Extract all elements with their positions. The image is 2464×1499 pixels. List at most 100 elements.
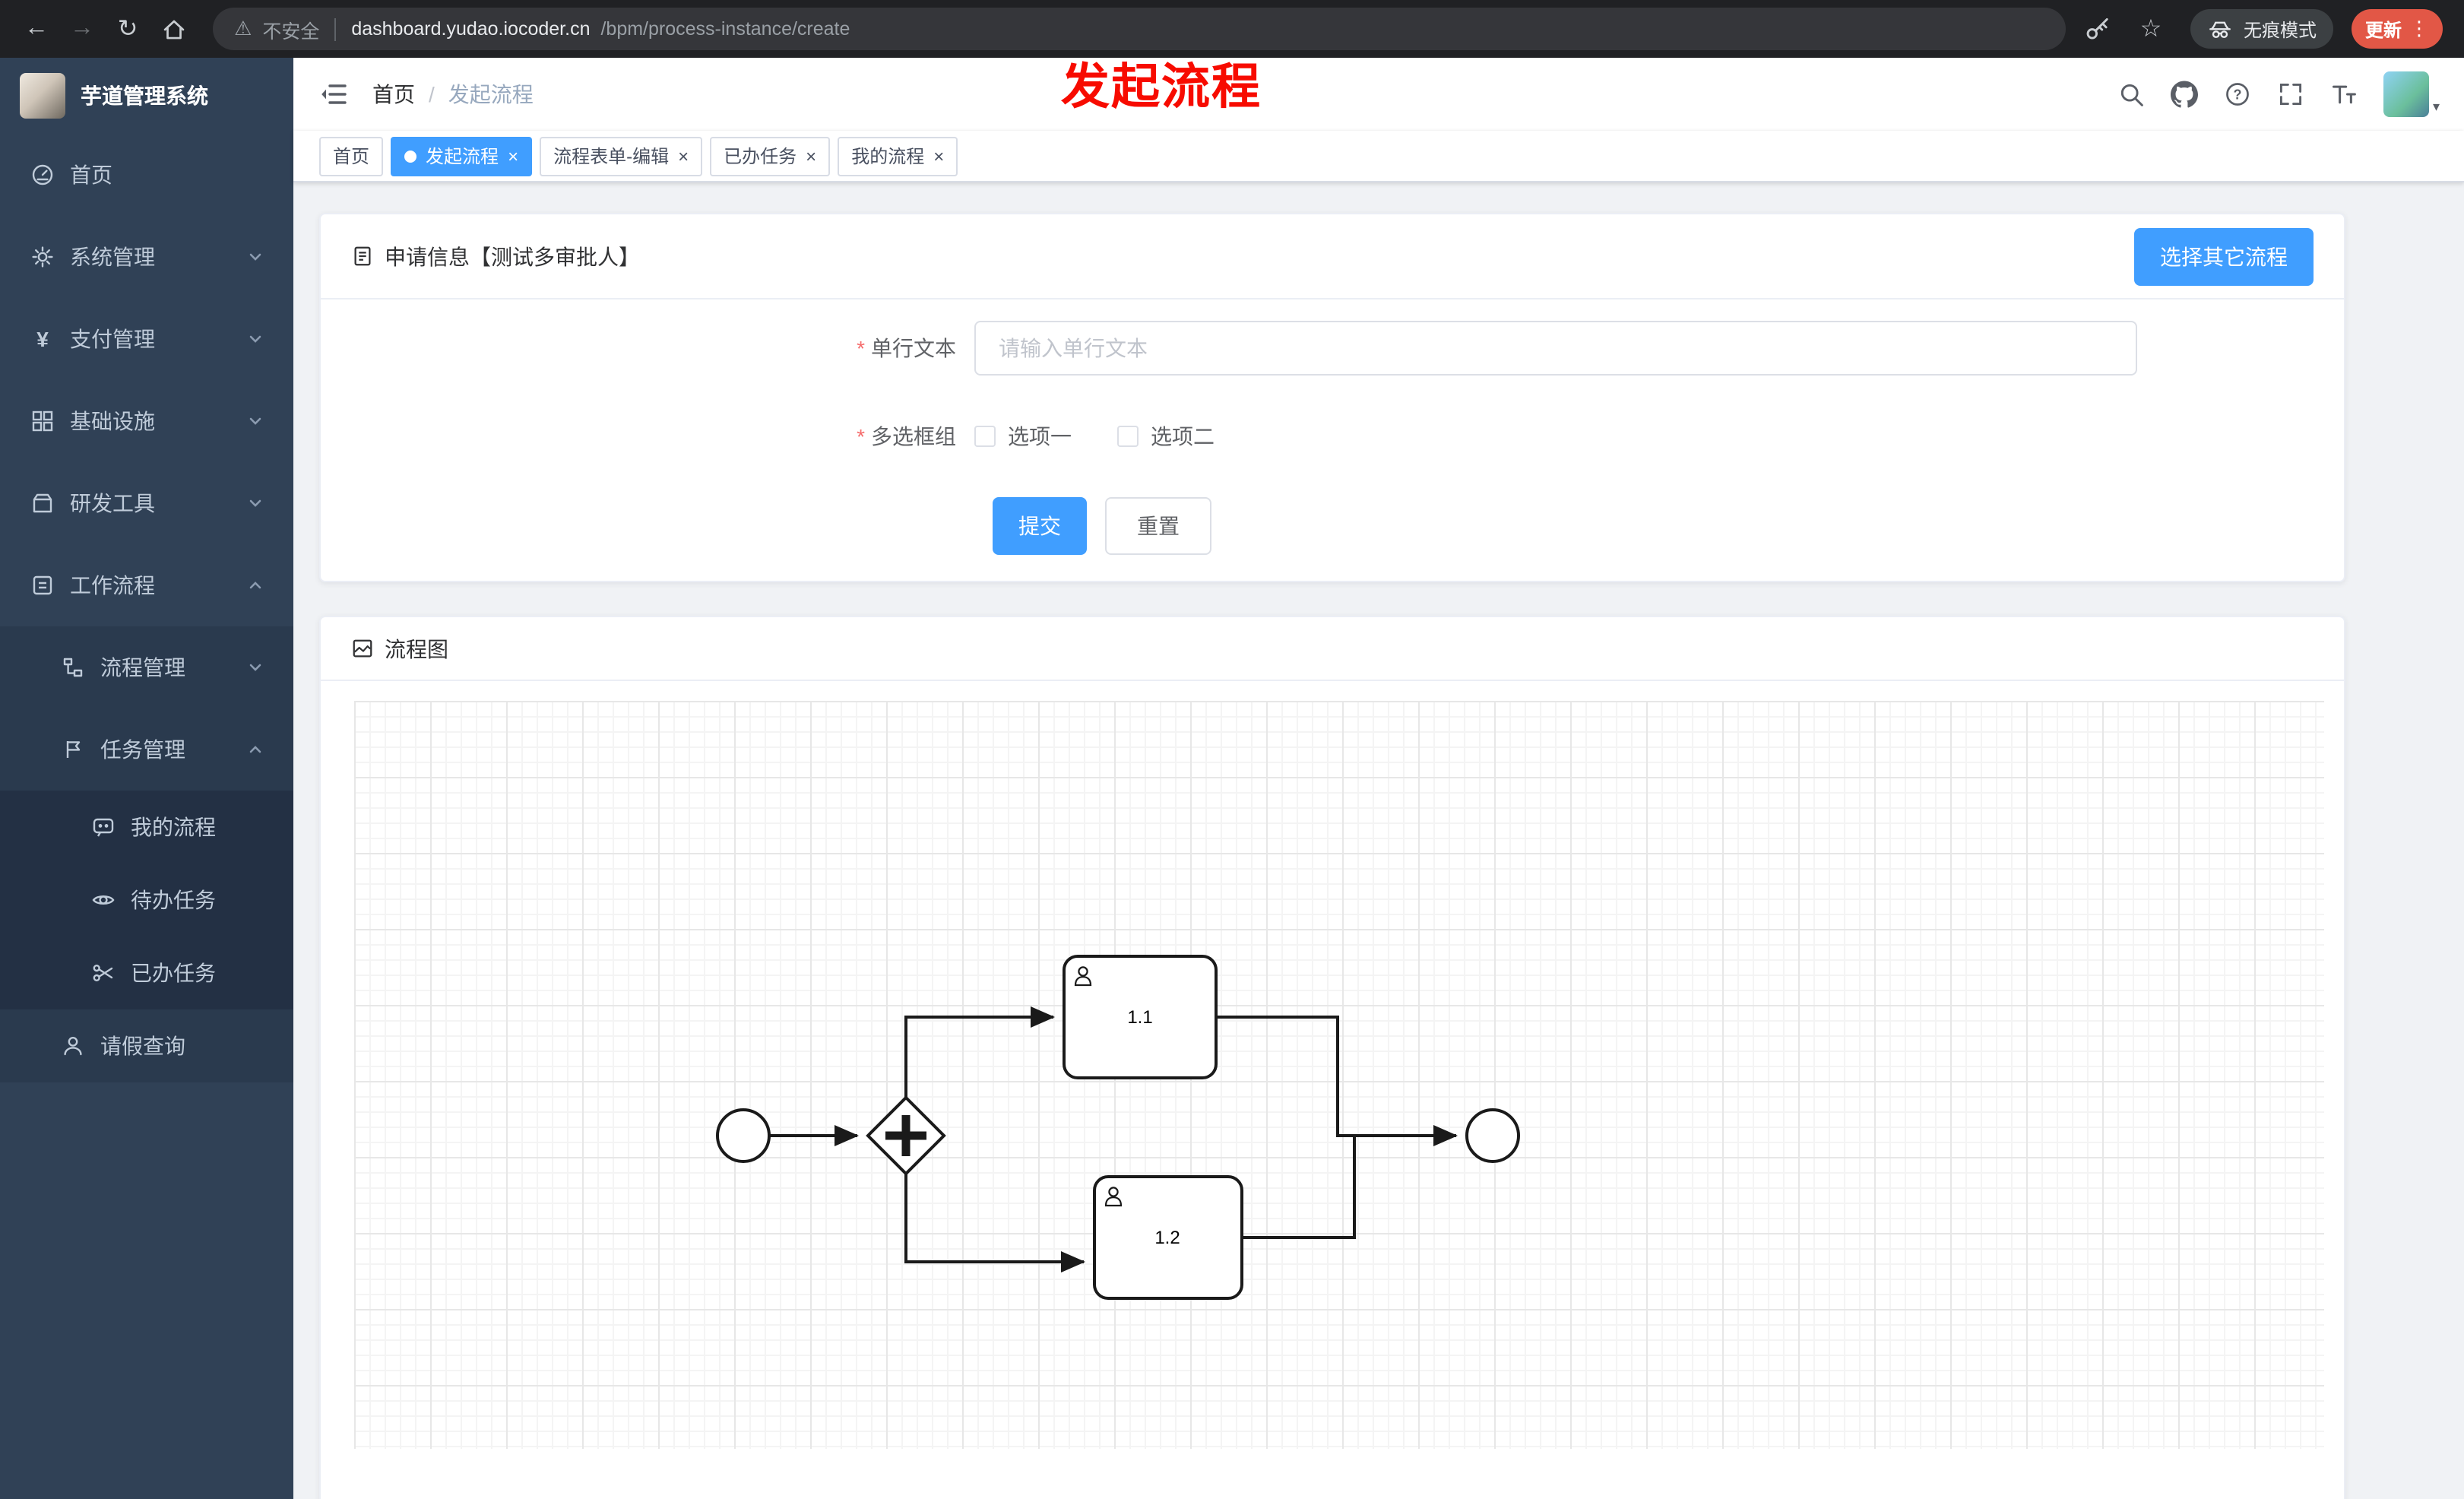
form-row-checkbox: 多选框组 选项一 选项二	[351, 409, 2314, 464]
submit-button[interactable]: 提交	[993, 497, 1087, 555]
tab-label: 流程表单-编辑	[553, 146, 670, 167]
form-row-text: 单行文本	[351, 321, 2314, 376]
update-label: 更新	[2364, 19, 2402, 40]
flow-task2-to-end	[1242, 1136, 1356, 1239]
chrome-menu-dots-icon: ⋮	[2409, 17, 2429, 40]
close-icon[interactable]	[933, 147, 944, 165]
chevron-down-icon	[249, 253, 261, 261]
sidebar-item-leave-query[interactable]: 请假查询	[0, 1009, 293, 1082]
chevron-down-icon	[249, 417, 261, 425]
sidebar-item-task-mgmt[interactable]: 任务管理	[0, 708, 293, 791]
checkbox-option-2[interactable]: 选项二	[1117, 421, 1215, 452]
close-icon[interactable]	[508, 147, 518, 165]
task-label: 1.2	[1154, 1228, 1180, 1248]
main-content: 申请信息【测试多审批人】 选择其它流程 单行文本 多选框组 选项一	[293, 182, 2464, 1499]
sidebar-item-todo-tasks[interactable]: 待办任务	[0, 864, 293, 936]
dashboard-icon	[32, 164, 53, 185]
sidebar-item-my-process[interactable]: 我的流程	[0, 791, 293, 864]
home-icon[interactable]	[152, 8, 195, 50]
sidebar-logo[interactable]: 芋道管理系统	[0, 58, 293, 134]
sidebar-item-label: 任务管理	[100, 737, 185, 762]
checkbox-option-1[interactable]: 选项一	[974, 421, 1072, 452]
workflow-submenu: 流程管理 任务管理 我的流程 待办任务 已办任务 请	[0, 626, 293, 1082]
active-dot	[404, 150, 417, 162]
sidebar-item-done-tasks[interactable]: 已办任务	[0, 936, 293, 1009]
svg-text:?: ?	[2234, 87, 2242, 102]
card-header: 流程图	[321, 617, 2344, 681]
sidebar-item-label: 我的流程	[131, 815, 216, 839]
diagram-icon	[353, 639, 372, 658]
card-header: 申请信息【测试多审批人】 选择其它流程	[321, 214, 2344, 299]
breadcrumb: 首页 发起流程	[372, 79, 534, 109]
tab-label: 首页	[333, 146, 370, 167]
sidebar-item-devtools[interactable]: 研发工具	[0, 462, 293, 544]
close-icon[interactable]	[806, 147, 816, 165]
scissors-icon	[93, 965, 113, 982]
bpmn-diagram: 1.1 1.2	[716, 955, 1520, 1300]
url-bar[interactable]: ⚠ 不安全 dashboard.yudao.iocoder.cn /bpm/pr…	[213, 8, 2066, 50]
not-secure-warning-icon: ⚠	[234, 17, 252, 40]
user-task-icon	[1104, 1187, 1123, 1207]
flow-task1-to-end	[1216, 1016, 1458, 1146]
github-icon[interactable]	[2171, 81, 2199, 108]
tab-my-process[interactable]: 我的流程	[838, 136, 958, 176]
sidebar-item-workflow[interactable]: 工作流程	[0, 544, 293, 626]
toolbox-icon	[33, 493, 52, 513]
breadcrumb-home[interactable]: 首页	[372, 82, 415, 106]
font-size-icon[interactable]	[2331, 81, 2358, 108]
chevron-down-icon	[249, 335, 261, 343]
bookmark-star-icon[interactable]: ☆	[2139, 17, 2162, 43]
fullscreen-icon[interactable]	[2278, 81, 2305, 108]
checkbox-group-label: 多选框组	[351, 421, 974, 452]
task-label: 1.1	[1127, 1007, 1152, 1028]
chrome-toolbar-right: ☆ 无痕模式 更新 ⋮	[2084, 8, 2449, 50]
reset-button[interactable]: 重置	[1105, 497, 1211, 555]
form-actions: 提交 重置	[993, 497, 2314, 555]
tags-view: 首页 发起流程 流程表单-编辑 已办任务 我的流程	[293, 131, 2464, 182]
sidebar-item-infrastructure[interactable]: 基础设施	[0, 380, 293, 462]
update-button[interactable]: 更新 ⋮	[2351, 9, 2443, 49]
close-icon[interactable]	[678, 147, 689, 165]
avatar	[2383, 71, 2430, 117]
incognito-icon	[2209, 21, 2231, 38]
reload-icon[interactable]: ↻	[117, 17, 138, 43]
not-secure-label: 不安全	[262, 21, 320, 42]
key-icon[interactable]	[2084, 15, 2111, 43]
sidebar: 芋道管理系统 首页 系统管理 ¥ 支付管理 基础设施 研发工具	[0, 58, 293, 1499]
caret-down-icon: ▾	[2432, 99, 2440, 114]
tab-start-process[interactable]: 发起流程	[391, 136, 533, 176]
sidebar-item-payment[interactable]: ¥ 支付管理	[0, 298, 293, 380]
sidebar-item-system[interactable]: 系统管理	[0, 216, 293, 298]
tab-form-edit[interactable]: 流程表单-编辑	[540, 136, 703, 176]
sidebar-item-process-mgmt[interactable]: 流程管理	[0, 626, 293, 708]
url-path: /bpm/process-instance/create	[600, 18, 850, 40]
chevron-up-icon	[249, 746, 261, 753]
incognito-label: 无痕模式	[2243, 19, 2317, 40]
card-title: 流程图	[385, 636, 448, 661]
end-event	[1465, 1108, 1520, 1163]
back-icon[interactable]: ←	[24, 15, 49, 41]
single-line-text-input[interactable]	[974, 321, 2137, 376]
user-avatar-dropdown[interactable]: ▾	[2383, 71, 2440, 117]
chevron-down-icon	[249, 664, 261, 671]
header-actions: ? ▾	[2118, 71, 2440, 117]
sidebar-item-label: 系统管理	[70, 245, 155, 269]
forward-icon[interactable]: →	[70, 15, 94, 41]
bpmn-canvas: 1.1 1.2	[354, 701, 2324, 1449]
tab-home[interactable]: 首页	[319, 136, 384, 176]
tab-label: 发起流程	[426, 146, 499, 167]
help-icon[interactable]: ?	[2225, 81, 2252, 108]
checkbox-icon	[1117, 426, 1139, 447]
gear-icon	[32, 246, 53, 268]
url-domain: dashboard.yudao.iocoder.cn	[351, 18, 591, 40]
select-other-process-button[interactable]: 选择其它流程	[2134, 227, 2314, 285]
document-icon	[354, 246, 371, 266]
sidebar-item-label: 工作流程	[70, 573, 155, 597]
incognito-badge[interactable]: 无痕模式	[2190, 9, 2333, 49]
search-icon[interactable]	[2118, 81, 2146, 108]
tab-done-tasks[interactable]: 已办任务	[710, 136, 831, 176]
sidebar-item-home[interactable]: 首页	[0, 134, 293, 216]
sidebar-fold-icon[interactable]	[318, 79, 348, 109]
sidebar-item-label: 首页	[70, 163, 112, 187]
